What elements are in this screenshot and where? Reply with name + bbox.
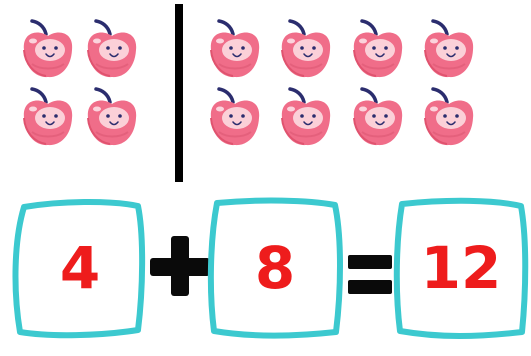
apple-icon <box>86 19 138 79</box>
plus-icon <box>150 236 210 296</box>
addend-2-box <box>207 197 343 339</box>
equals-icon <box>348 255 392 294</box>
right-apple-group <box>209 19 475 147</box>
apple-icon <box>352 87 404 147</box>
addend-1-box <box>12 198 146 339</box>
addend-2-number: 8 <box>255 234 295 302</box>
apple-icon <box>22 87 74 147</box>
apple-icon <box>423 87 475 147</box>
apple-icon <box>280 87 332 147</box>
apple-icon <box>209 19 261 79</box>
apple-icon <box>22 19 74 79</box>
sum-box <box>393 197 529 339</box>
addend-1-number: 4 <box>60 234 100 302</box>
apple-icon <box>209 87 261 147</box>
apple-icon <box>86 87 138 147</box>
group-divider <box>175 4 183 182</box>
apple-icon <box>280 19 332 79</box>
apple-icon <box>423 19 475 79</box>
equation: 4 8 12 <box>12 197 529 339</box>
apple-icon <box>352 19 404 79</box>
left-apple-group <box>22 19 138 147</box>
sum-number: 12 <box>421 234 502 302</box>
